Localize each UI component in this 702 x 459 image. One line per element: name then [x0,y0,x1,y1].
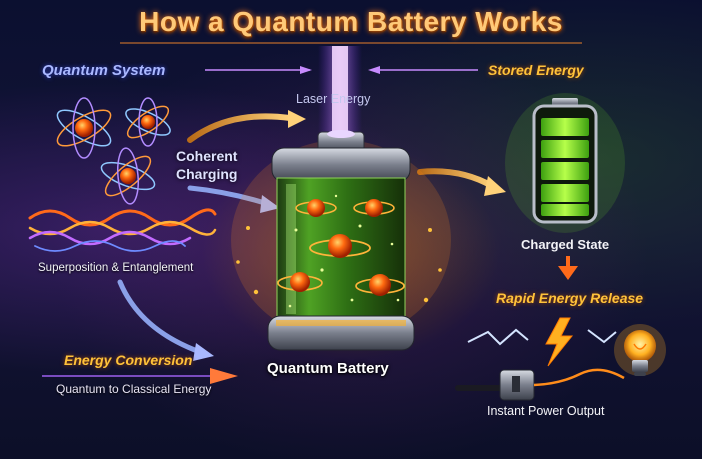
page-title: How a Quantum Battery Works [0,6,702,38]
charging-line: Charging [176,165,237,183]
rapid-release-heading: Rapid Energy Release [496,290,643,306]
charged-state-label: Charged State [521,237,609,252]
quantum-system-heading: Quantum System [42,62,165,79]
laser-energy-label: Laser Energy [296,92,370,106]
stored-energy-heading: Stored Energy [488,62,584,78]
power-plug-icon [458,370,624,400]
light-bulb-icon [614,324,666,376]
coherent-charging-label: Coherent Charging [176,147,237,183]
quantum-battery-label: Quantum Battery [267,360,389,377]
superposition-label: Superposition & Entanglement [38,262,193,274]
quantum-battery-icon [231,130,451,350]
coherent-line: Coherent [176,147,237,165]
quantum-to-classical-label: Quantum to Classical Energy [56,382,211,396]
instant-power-label: Instant Power Output [487,404,604,418]
atom-icon [53,98,174,205]
energy-conversion-heading: Energy Conversion [64,352,192,368]
lightning-bolt-icon [468,318,616,366]
green-battery-icon [505,93,625,233]
energy-wave-icon [30,210,215,251]
